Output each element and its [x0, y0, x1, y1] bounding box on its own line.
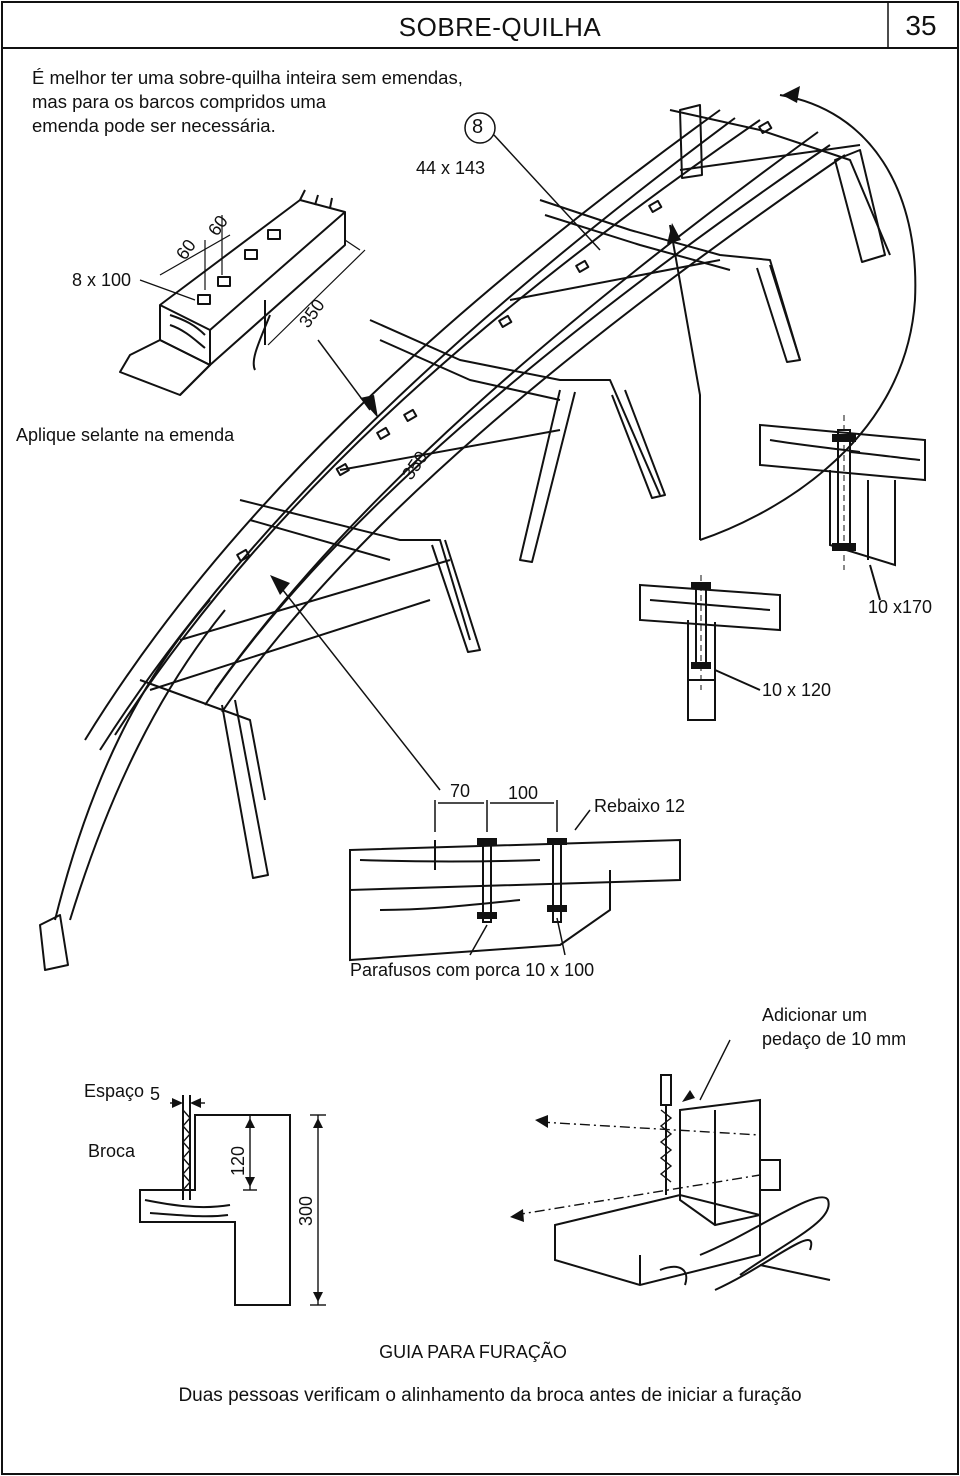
intro-line-3: emenda pode ser necessária.: [32, 115, 276, 136]
part-number-badge: 8: [472, 116, 484, 138]
timber-size-label: 44 x 143: [416, 158, 486, 178]
bolt-10x120-label: 10 x 120: [762, 680, 832, 700]
gap-label: Espaço: [84, 1081, 145, 1101]
drill-label: Broca: [88, 1141, 136, 1161]
intro-text: É melhor ter uma sobre-quilha inteira se…: [32, 66, 552, 138]
rebate-label: Rebaixo 12: [594, 796, 686, 816]
dim-120-label: 120: [228, 1145, 248, 1176]
page-number: 35: [905, 10, 937, 41]
bolts-with-nut-label: Parafusos com porca 10 x 100: [350, 960, 595, 980]
intro-line-1: É melhor ter uma sobre-quilha inteira se…: [32, 67, 463, 88]
sealant-label: Aplique selante na emenda: [16, 425, 235, 445]
gap-value-label: 5: [150, 1084, 161, 1104]
footer-note: Duas pessoas verificam o alinhamento da …: [178, 1385, 802, 1406]
plate-size-label: 8 x 100: [72, 270, 132, 290]
add-piece-label-1: Adicionar um: [762, 1005, 868, 1025]
guide-title: GUIA PARA FURAÇÃO: [379, 1342, 567, 1362]
dim-70-label: 70: [450, 781, 471, 801]
add-piece-label-2: pedaço de 10 mm: [762, 1029, 907, 1049]
intro-line-2: mas para os barcos compridos uma: [32, 91, 327, 112]
bolt-10x170-label: 10 x170: [868, 597, 933, 617]
dim-300-label: 300: [296, 1195, 316, 1226]
page-title: SOBRE-QUILHA: [398, 12, 602, 42]
dim-100-label: 100: [508, 783, 539, 803]
